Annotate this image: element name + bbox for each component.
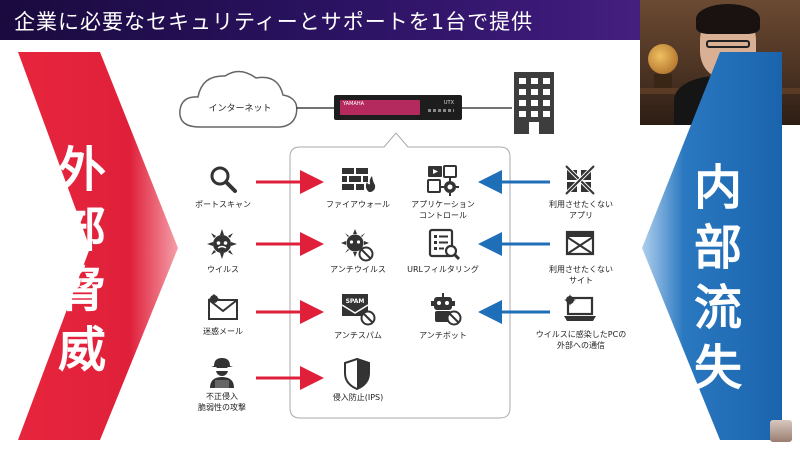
firewall-label: ファイアウォール [326,200,390,209]
cloud-icon [179,70,298,128]
device-model: UTX [443,100,454,106]
globe-icon [648,44,678,74]
internal-leak-heading: 内 部 流 失 [693,160,742,396]
attack-label: 不正侵入 脆弱性の攻撃 [198,392,246,412]
device-front-panel: YAMAHA [340,100,420,115]
device-logo: YAMAHA [343,101,365,107]
blocked-site-label: 利用させたくない サイト [549,265,613,285]
antivirus-icon [341,229,374,262]
blocked-site-icon [565,230,595,256]
spam-label: 迷惑メール [203,327,243,336]
internet-label: インターネット [208,104,272,114]
blocked-app-label: 利用させたくない アプリ [549,200,613,220]
spam-icon-text: SPAM [346,298,365,305]
url-filter-icon [428,228,460,260]
antibot-icon [431,293,462,326]
webcam-overlay [640,0,800,125]
device-indicators [428,109,454,112]
antispam-label: アンチスパム [334,331,382,340]
virus-icon [207,229,237,259]
building-icon [514,72,554,134]
virus-label: ウイルス [207,265,239,274]
app-control-icon [427,165,459,196]
magnifier-icon [210,166,237,193]
infected-pc-label: ウイルスに感染したPCの 外部への通信 [535,330,627,350]
url-filter-label: URLフィルタリング [407,265,479,274]
port-scan-label: ポートスキャン [195,200,251,209]
blocked-app-icon [564,164,596,196]
antibot-label: アンチボット [419,331,467,340]
shield-icon [344,358,370,390]
external-threat-heading: 外 部 脅 威 [57,142,106,378]
firewall-icon [342,168,376,192]
infected-pc-icon [564,294,596,321]
hacker-icon [210,358,234,388]
antispam-icon: SPAM [341,294,376,326]
utm-device: YAMAHA UTX [334,95,462,120]
participant-thumbnail[interactable] [770,420,792,442]
function-frame [289,132,511,419]
ips-label: 侵入防止(IPS) [332,393,384,402]
spam-mail-icon [208,294,238,320]
antivirus-label: アンチウイルス [330,265,386,274]
slide-title: 企業に必要なセキュリティーとサポートを1台で提供 [14,10,534,34]
app-control-label: アプリケーション コントロール [411,200,475,220]
